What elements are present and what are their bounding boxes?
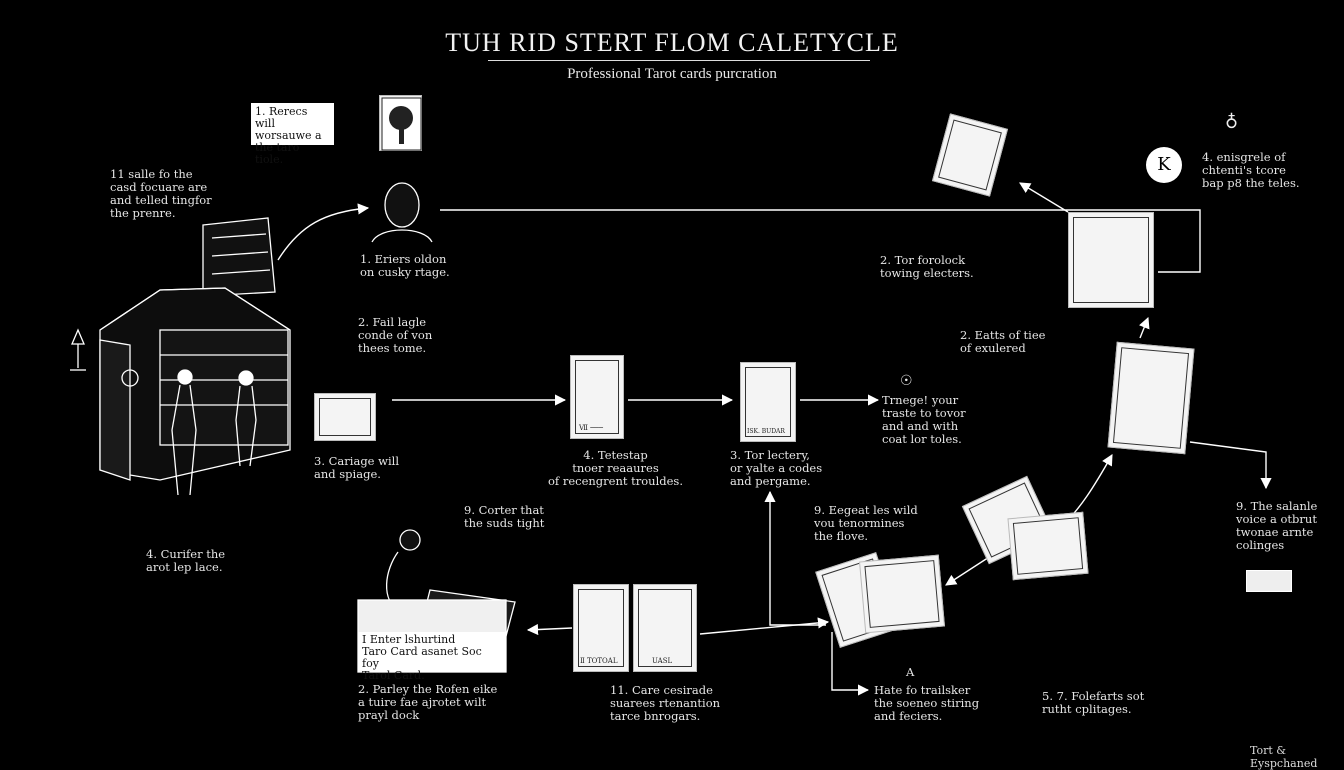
label-right-top: 4. enisgrele of chtenti's tcore bap p8 t…: [1202, 150, 1300, 190]
label-arrow-a: A: [906, 665, 915, 679]
arrow-shop-to-person: [277, 203, 370, 261]
card-figure-2: ISK. BUDAR: [740, 362, 796, 442]
label-trange: Trnege! your traste to tovor and and wit…: [882, 393, 966, 446]
dancer-card: [1068, 212, 1154, 308]
label-parley: 2. Parley the Rofen eike a tuire fae ajr…: [358, 682, 498, 722]
label-curifer: 4. Curifer the arot lep lace.: [146, 547, 226, 574]
label-right-mid: 9. The salanle voice a otbrut twonae arn…: [1236, 499, 1318, 552]
corner-credit: Tort & Eyspchaned: [1250, 744, 1318, 770]
arrow-pile-to-cards: [699, 617, 830, 635]
wax-seal-icon: K: [1146, 147, 1182, 183]
card-2-caption: ISK. BUDAR: [747, 428, 785, 435]
landscape-card: [314, 393, 376, 441]
lamp-icon: ♁: [1225, 110, 1239, 131]
label-tetestap: 4. Tetestap tnoer reaaures of recengrent…: [548, 448, 683, 488]
label-shop: 11 salle fo the casd focuare are and tel…: [110, 167, 212, 220]
enter-caption-box: I Enter lshurtind Taro Card asanet Soc f…: [358, 632, 506, 682]
diagram-subtitle: Professional Tarot cards purcration: [567, 66, 777, 82]
label-person: 1. Eriers oldon on cusky rtage.: [360, 252, 450, 279]
card-4-caption: UASL: [652, 657, 673, 665]
label-repeat: 9. Eegeat les wild vou tenormines the fl…: [814, 503, 918, 543]
bottom-card-left: Ⅱ TOTOAL: [573, 584, 629, 672]
small-table-icon: [1246, 570, 1292, 592]
card-1-caption: Ⅶ ───: [579, 424, 603, 432]
arrow-cards-to-table: [526, 623, 573, 636]
label-corter: 9. Corter that the suds tight: [464, 503, 545, 530]
label-care: 11. Care cesirade suarees rtenantion tar…: [610, 683, 721, 723]
card-3-caption: Ⅱ TOTOAL: [580, 657, 618, 665]
title-rule: [488, 60, 870, 61]
label-hate: Hate fo trailsker the soeneo stiring and…: [874, 683, 980, 723]
arrow-up-mid: [764, 490, 826, 626]
top-note-box: 1. Rerecs will worsauwe a the taro tiole…: [251, 103, 334, 166]
arrow-up-right: [1139, 316, 1150, 339]
arrow-to-topcards: [1019, 182, 1069, 213]
label-tor-forolock: 2. Tor forolock towing electers.: [880, 253, 974, 280]
arrow-right-down: [1189, 441, 1272, 490]
trange-icon: ☉: [900, 373, 913, 389]
tree-icon: [381, 97, 422, 151]
arrow-top-line: [440, 209, 1201, 273]
diagram-title: TUH RID STERT FLOM CALETYCLE: [445, 28, 899, 57]
label-carriage: 3. Cariage will and spiage.: [314, 454, 400, 481]
tree-card: [379, 95, 422, 151]
label-tor-lectery: 3. Tor lectery, or yalte a codes and per…: [730, 448, 823, 488]
label-eatts: 2. Eatts of tiee of exulered: [960, 328, 1046, 355]
label-fail: 2. Fail lagle conde of von thees tome.: [358, 315, 433, 355]
arrow-down-hate: [831, 632, 870, 696]
bottom-card-right: UASL: [633, 584, 697, 672]
label-folefarts: 5. 7. Folefarts sot rutht cplitages.: [1042, 689, 1145, 716]
card-figure-1: Ⅶ ───: [570, 355, 624, 439]
